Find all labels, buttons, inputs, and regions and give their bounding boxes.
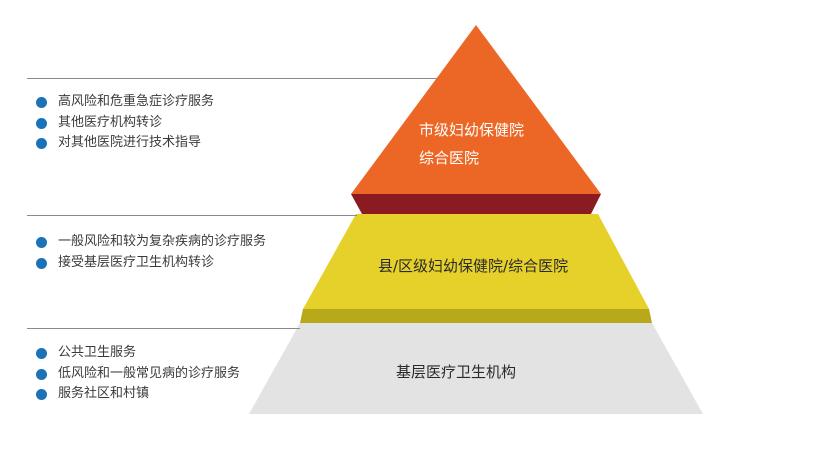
circle-bullet-icon — [36, 117, 47, 129]
service-item: 服务社区和村镇 — [36, 384, 240, 405]
circle-bullet-icon — [36, 97, 47, 108]
tier-top-label-1: 市级妇幼保健院 — [419, 121, 525, 139]
service-item: 高风险和危重急症诊疗服务 — [36, 92, 214, 113]
circle-bullet-icon — [36, 257, 47, 269]
tier-middle-label: 县/区级妇幼保健院/综合医院 — [378, 257, 569, 275]
tier-bottom-label: 基层医疗卫生机构 — [396, 363, 517, 381]
service-item: 一般风险和较为复杂疾病的诊疗服务 — [36, 232, 266, 253]
tier-middle-shape — [303, 214, 649, 309]
service-text: 接受基层医疗卫生机构转诊 — [58, 254, 215, 270]
service-text: 一般风险和较为复杂疾病的诊疗服务 — [58, 234, 267, 249]
tier-top-shadow — [351, 194, 601, 214]
divider-top — [27, 78, 437, 79]
tier-top-label-2: 综合医院 — [419, 149, 480, 167]
service-text: 服务社区和村镇 — [58, 386, 150, 401]
service-text: 高风险和危重急症诊疗服务 — [58, 94, 215, 109]
circle-bullet-icon — [36, 389, 47, 400]
circle-bullet-icon — [36, 348, 47, 359]
circle-bullet-icon — [36, 368, 47, 380]
service-text: 低风险和一般常见病的诊疗服务 — [58, 365, 241, 381]
divider-bottom — [27, 328, 300, 329]
service-text: 对其他医院进行技术指导 — [58, 135, 202, 150]
service-text: 其他医疗机构转诊 — [58, 114, 163, 130]
circle-bullet-icon — [36, 138, 47, 149]
tier-bottom-shape — [249, 323, 703, 414]
service-text: 公共卫生服务 — [58, 345, 137, 360]
service-item: 对其他医院进行技术指导 — [36, 133, 214, 154]
tier-middle-services: 一般风险和较为复杂疾病的诊疗服务 接受基层医疗卫生机构转诊 — [36, 232, 266, 273]
tier-bottom-services: 公共卫生服务 低风险和一般常见病的诊疗服务 服务社区和村镇 — [36, 343, 240, 405]
tier-top-services: 高风险和危重急症诊疗服务 其他医疗机构转诊 对其他医院进行技术指导 — [36, 92, 214, 154]
tier-top-shape — [351, 25, 601, 194]
circle-bullet-icon — [36, 237, 47, 248]
tier-middle-shadow — [300, 309, 652, 323]
service-item: 低风险和一般常见病的诊疗服务 — [36, 364, 240, 385]
service-item: 公共卫生服务 — [36, 343, 240, 364]
service-item: 接受基层医疗卫生机构转诊 — [36, 253, 266, 274]
service-item: 其他医疗机构转诊 — [36, 113, 214, 134]
divider-middle — [27, 215, 357, 216]
